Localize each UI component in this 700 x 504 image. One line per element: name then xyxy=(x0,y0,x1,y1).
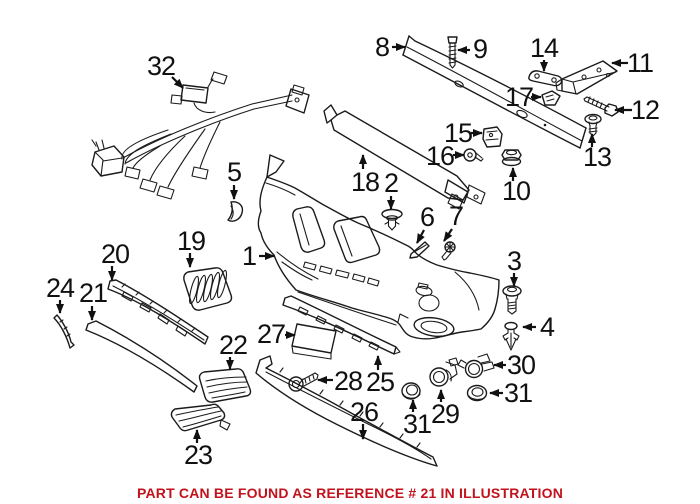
callout-number-31: 31 xyxy=(504,378,532,408)
energy-absorber-drawing xyxy=(323,104,486,210)
callout-arrow-6 xyxy=(416,229,425,244)
bolt-9-drawing xyxy=(447,36,458,69)
impact-bar-drawing xyxy=(402,35,587,149)
callout-number-1: 1 xyxy=(242,241,256,271)
sensor-ring-right-drawing xyxy=(466,384,488,402)
callout-number-22: 22 xyxy=(219,330,247,360)
license-filler-drawing xyxy=(291,323,337,360)
screw-7-drawing xyxy=(441,241,456,261)
callout-number-4: 4 xyxy=(540,312,555,342)
fog-grille-drawing xyxy=(170,403,231,432)
callout-number-29: 29 xyxy=(431,399,459,429)
bracket-6-drawing xyxy=(409,241,430,259)
side-grille-drawing xyxy=(198,368,252,403)
clip-2-drawing xyxy=(381,208,403,231)
callout-number-13: 13 xyxy=(583,142,611,172)
screw-13-drawing xyxy=(584,113,602,137)
bracket-14-drawing xyxy=(528,70,563,87)
nut-10-drawing xyxy=(501,149,522,167)
screw-3-drawing xyxy=(502,285,522,315)
sensor-ring-left-drawing xyxy=(401,382,421,400)
callout-number-7: 7 xyxy=(449,201,463,231)
bracket-15-drawing xyxy=(482,126,503,148)
callout-number-24: 24 xyxy=(46,273,75,303)
callout-number-14: 14 xyxy=(530,33,559,63)
callout-number-19: 19 xyxy=(177,226,205,256)
callout-number-21: 21 xyxy=(79,278,107,308)
callout-number-17: 17 xyxy=(505,82,533,112)
trim-strip-21-drawing xyxy=(85,320,198,393)
clip-17-drawing xyxy=(541,90,561,106)
skid-trim-drawing xyxy=(282,295,401,355)
callout-number-32: 32 xyxy=(147,51,175,81)
callout-number-11: 11 xyxy=(627,48,653,78)
callout-number-2: 2 xyxy=(384,168,398,198)
callout-number-31: 31 xyxy=(403,409,431,439)
callout-number-18: 18 xyxy=(351,167,379,197)
callout-number-9: 9 xyxy=(473,34,487,64)
callout-arrow-7 xyxy=(443,228,453,242)
sensor-holder-drawing xyxy=(457,353,495,379)
park-sensor-drawing xyxy=(429,357,459,387)
bracket-11-drawing xyxy=(555,60,618,95)
callout-number-20: 20 xyxy=(101,239,129,269)
clip-4-drawing xyxy=(502,321,520,351)
callout-number-26: 26 xyxy=(350,397,378,427)
callout-number-8: 8 xyxy=(375,32,389,62)
grille-strip-20-drawing xyxy=(107,279,209,345)
callout-number-6: 6 xyxy=(420,202,434,232)
callout-number-23: 23 xyxy=(184,440,212,470)
callout-arrow-32 xyxy=(171,76,184,89)
callout-number-12: 12 xyxy=(631,95,659,125)
cover-5-drawing xyxy=(227,201,244,222)
strip-24-drawing xyxy=(53,314,75,349)
callout-number-16: 16 xyxy=(426,141,454,171)
callout-number-30: 30 xyxy=(507,350,535,380)
callout-number-10: 10 xyxy=(502,176,530,206)
kidney-grille-drawing xyxy=(183,267,233,311)
wiring-harness-drawing xyxy=(91,71,310,200)
reference-caption: PART CAN BE FOUND AS REFERENCE # 21 IN I… xyxy=(136,485,564,501)
screw-16-drawing xyxy=(463,148,484,162)
bolt-12-drawing xyxy=(583,96,619,117)
callout-number-15: 15 xyxy=(444,118,472,148)
callout-number-5: 5 xyxy=(227,157,241,187)
callout-number-27: 27 xyxy=(257,319,285,349)
callout-number-28: 28 xyxy=(334,366,362,396)
callout-number-3: 3 xyxy=(507,246,521,276)
callout-number-25: 25 xyxy=(366,367,394,397)
lower-spoiler-drawing xyxy=(255,355,438,467)
bumper-cover-drawing xyxy=(257,154,500,340)
